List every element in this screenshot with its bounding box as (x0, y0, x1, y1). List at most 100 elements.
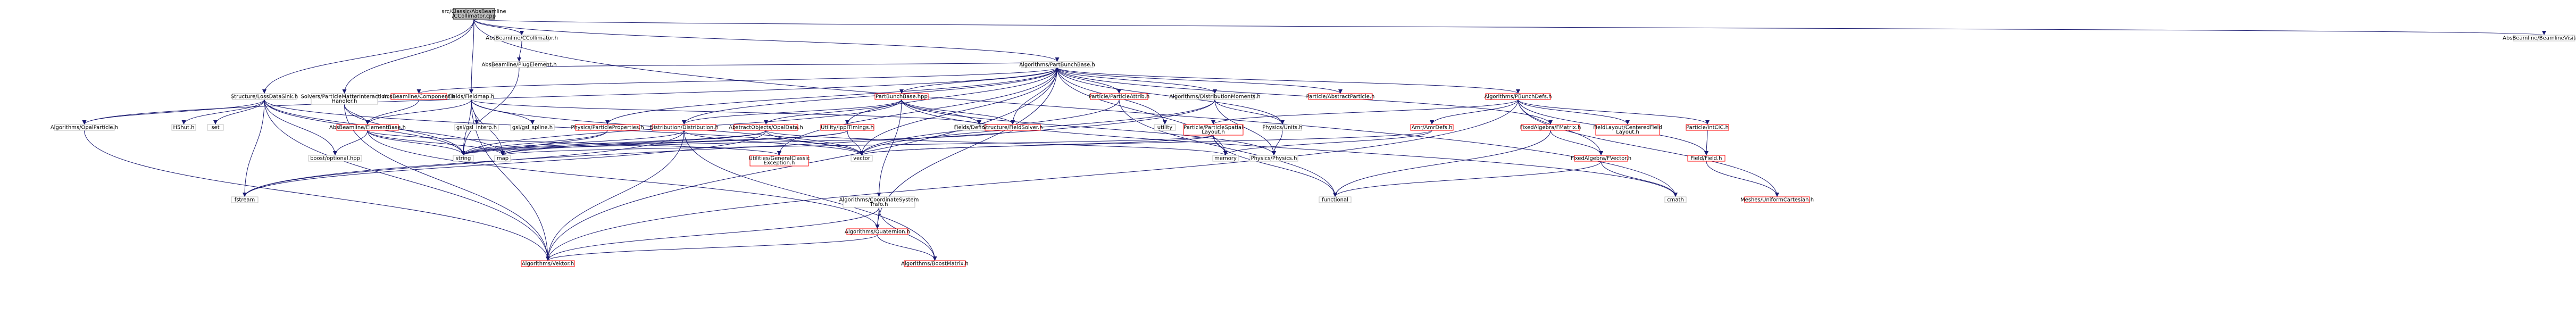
edge-elementbase_h-to-string (367, 130, 465, 156)
node-box-physicsphysics_h[interactable] (1249, 155, 1298, 162)
node-plugelement_h[interactable]: AbsBeamline/PlugElement.h (481, 61, 557, 68)
node-string[interactable]: string (453, 155, 474, 162)
node-gsl_interp[interactable]: gsl/gsl_interp.h (454, 124, 499, 131)
node-box-particleproperties_h[interactable] (575, 124, 640, 131)
node-meshesuniform_h[interactable]: Meshes/UniformCartesian.h (1740, 196, 1814, 203)
node-box-elementbase_h[interactable] (336, 124, 399, 131)
node-fieldfield_h[interactable]: Field/Field.h (1687, 155, 1725, 162)
node-box-vektor_h[interactable] (521, 260, 575, 267)
node-box-memory[interactable] (1212, 155, 1239, 162)
node-box-fieldmap_h[interactable] (449, 93, 494, 100)
node-box-losses_h[interactable] (232, 93, 297, 100)
node-vektor_h[interactable]: Algorithms/Vektor.h (521, 260, 575, 267)
node-set[interactable]: set (207, 124, 224, 131)
node-box-gsl_spline[interactable] (510, 124, 555, 131)
node-particleintcic_h[interactable]: Particle/IntCIC.h (1686, 124, 1729, 131)
node-box-h5hut_h[interactable] (171, 124, 196, 131)
node-fixedalgebramatrix_h[interactable]: FixedAlgebra/FMatrix.h (1520, 124, 1581, 131)
node-box-root[interactable] (453, 8, 495, 20)
node-particleproperties_h[interactable]: Physics/ParticleProperties.h (571, 124, 644, 131)
node-partbunchbase_h[interactable]: Algorithms/PartBunchBase.h (1019, 61, 1095, 68)
node-opalparticle_h[interactable]: Algorithms/OpalParticle.h (51, 124, 118, 131)
node-label-generalclassicexception_h-line-1: Exception.h (764, 160, 795, 166)
node-box-utility[interactable] (1154, 124, 1176, 131)
node-box-particleattrib_h[interactable] (1090, 93, 1148, 100)
node-utility[interactable]: utility (1154, 124, 1176, 131)
node-pbunchdefs_h[interactable]: Algorithms/PBunchDefs.h (1484, 93, 1552, 100)
node-box-fieldlayout_h[interactable] (1595, 124, 1660, 136)
node-component_h[interactable]: AbsBeamline/Component.h (382, 93, 455, 100)
node-structurefieldsolver_h[interactable]: Structure/FieldSolver.h (983, 124, 1043, 131)
node-box-beamlinevisitor_h[interactable] (2513, 35, 2575, 42)
node-fixedalgebravector_h[interactable]: FixedAlgebra/FVector.h (1571, 155, 1631, 162)
node-box-solvers_h[interactable] (311, 93, 378, 105)
node-box-pbunchdefs_h[interactable] (1485, 93, 1551, 100)
node-physicsphysics_h[interactable]: Physics/Physics.h (1249, 155, 1298, 162)
node-partbunchbase_hpp[interactable]: PartBunchBase.hpp (874, 93, 929, 100)
node-box-boostmatrix_h[interactable] (904, 260, 966, 267)
node-distributionmoments_h[interactable]: Algorithms/DistributionMoments.h (1169, 93, 1261, 100)
node-fieldmap_h[interactable]: Fields/Fieldmap.h (448, 93, 494, 100)
node-opaldata_h[interactable]: AbstractObjects/OpalData.h (729, 124, 803, 131)
node-box-generalclassicexception_h[interactable] (749, 155, 809, 167)
node-box-quaternion_h[interactable] (846, 228, 908, 235)
node-box-opalparticle_h[interactable] (54, 124, 115, 131)
node-fstream[interactable]: fstream (231, 196, 259, 203)
node-abstractparticle_h[interactable]: Particle/AbstractParticle.h (1306, 93, 1375, 100)
node-elementbase_h[interactable]: AbsBeamline/ElementBase.h (329, 124, 406, 131)
node-box-amrdefs_h[interactable] (1410, 124, 1454, 131)
node-box-opaldata_h[interactable] (733, 124, 798, 131)
node-losses_h[interactable]: Structure/LossDataSink.h (231, 93, 298, 100)
node-box-fstream[interactable] (231, 196, 259, 203)
node-box-particleintcic_h[interactable] (1686, 124, 1729, 131)
node-ccollimator_h[interactable]: AbsBeamline/CCollimator.h (486, 35, 558, 42)
node-box-string[interactable] (453, 155, 474, 162)
node-functional[interactable]: functional (1319, 196, 1352, 203)
node-box-structurefieldsolver_h[interactable] (985, 124, 1041, 131)
node-physicsunits_h[interactable]: Physics/Units.h (1262, 124, 1303, 131)
node-box-fixedalgebramatrix_h[interactable] (1521, 124, 1580, 131)
node-box-functional[interactable] (1319, 196, 1352, 203)
node-box-boost_optional[interactable] (308, 155, 362, 162)
node-quaternion_h[interactable]: Algorithms/Quaternion.h (845, 228, 910, 235)
node-h5hut_h[interactable]: H5hut.h (171, 124, 196, 131)
node-root[interactable]: src/Classic/AbsBeamline/CCollimator.cpp (441, 8, 506, 20)
node-box-map[interactable] (494, 155, 511, 162)
node-box-cmath[interactable] (1664, 196, 1687, 203)
node-box-particlespatiallayout_h[interactable] (1183, 124, 1244, 136)
node-distribution_h[interactable]: Distribution/Distribution.h (649, 124, 719, 131)
node-ipptiming_h[interactable]: Utility/IpplTimings.h (820, 124, 874, 131)
node-beamlinevisitor_h[interactable]: AbsBeamline/BeamlineVisitor.h (2503, 35, 2576, 42)
node-box-ipptiming_h[interactable] (820, 124, 874, 131)
node-box-physicsunits_h[interactable] (1263, 124, 1302, 131)
node-box-plugelement_h[interactable] (491, 61, 547, 68)
node-box-partbunchbase_h[interactable] (1021, 61, 1094, 68)
node-box-distribution_h[interactable] (652, 124, 716, 131)
node-box-abstractparticle_h[interactable] (1308, 93, 1373, 100)
node-boost_optional[interactable]: boost/optional.hpp (308, 155, 362, 162)
node-box-meshesuniform_h[interactable] (1744, 196, 1810, 203)
node-box-set[interactable] (207, 124, 224, 131)
node-boostmatrix_h[interactable]: Algorithms/BoostMatrix.h (901, 260, 969, 267)
node-box-ccollimator_h[interactable] (494, 35, 549, 42)
node-map[interactable]: map (494, 155, 511, 162)
node-memory[interactable]: memory (1212, 155, 1239, 162)
node-box-gsl_interp[interactable] (454, 124, 499, 131)
node-amrdefs_h[interactable]: Amr/AmrDefs.h (1410, 124, 1454, 131)
node-box-fixedalgebravector_h[interactable] (1574, 155, 1628, 162)
node-vector[interactable]: vector (851, 155, 873, 162)
node-gsl_spline[interactable]: gsl/gsl_spline.h (510, 124, 555, 131)
node-box-coordinatesystemtrafo_h[interactable] (843, 196, 915, 208)
node-box-vector[interactable] (851, 155, 873, 162)
node-box-component_h[interactable] (390, 93, 447, 100)
node-cmath[interactable]: cmath (1664, 196, 1687, 203)
node-solvers_h[interactable]: Solvers/ParticleMatterInteractionHandler… (301, 93, 388, 105)
node-box-fieldfield_h[interactable] (1687, 155, 1725, 162)
node-box-distributionmoments_h[interactable] (1175, 93, 1255, 100)
node-box-partbunchbase_hpp[interactable] (874, 93, 929, 100)
node-particleattrib_h[interactable]: Particle/ParticleAttrib.h (1089, 93, 1150, 100)
